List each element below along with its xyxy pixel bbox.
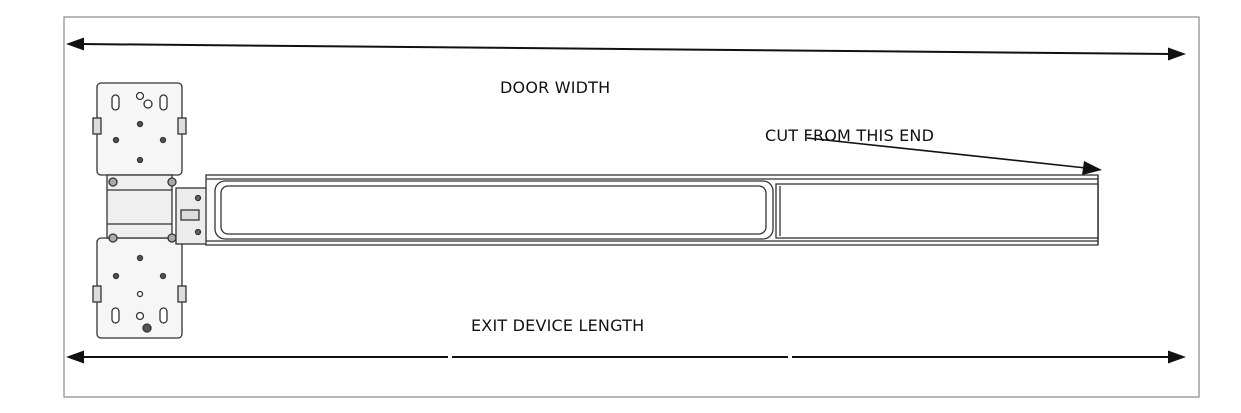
- transition-slot: [180, 209, 200, 221]
- fastener-icon: [136, 156, 144, 164]
- fastener-icon: [136, 290, 144, 298]
- plate-slot: [159, 307, 168, 324]
- diagram-frame: [63, 16, 1200, 398]
- fastener-icon: [136, 120, 144, 128]
- exit-device-length-label: EXIT DEVICE LENGTH: [471, 316, 645, 335]
- cut-pointer: [806, 137, 1102, 175]
- fastener-icon: [136, 254, 144, 262]
- screw-icon: [194, 194, 202, 202]
- exit-length-left-arrow-icon: [66, 350, 84, 364]
- screw-icon: [167, 177, 177, 187]
- fastener-icon: [142, 323, 152, 333]
- mounting-plate: [92, 82, 187, 339]
- screw-icon: [194, 228, 202, 236]
- screw-icon: [108, 177, 118, 187]
- door-width-right-arrow-icon: [1168, 47, 1186, 61]
- cut-from-this-end-label: CUT FROM THIS END: [765, 126, 935, 145]
- door-width-label: DOOR WIDTH: [500, 78, 611, 97]
- cut-section: [775, 183, 1099, 239]
- exit-device-length-dimension: [66, 350, 1186, 364]
- plate-slot: [159, 94, 168, 111]
- fastener-icon: [112, 272, 120, 280]
- door-width-line: [79, 43, 1173, 55]
- fastener-icon: [159, 136, 167, 144]
- touch-pad-inner: [220, 185, 767, 235]
- fastener-icon: [135, 91, 145, 101]
- cut-pointer-line: [806, 137, 1087, 169]
- exit-length-right-arrow-icon: [1168, 350, 1186, 364]
- plate-clip: [177, 285, 187, 303]
- plate-slot: [111, 94, 120, 111]
- exit-device: [92, 82, 1099, 339]
- fastener-icon: [135, 311, 145, 321]
- plate-clip: [92, 285, 102, 303]
- plate-clip: [177, 117, 187, 135]
- screw-icon: [167, 233, 177, 243]
- door-width-dimension: [66, 37, 1186, 61]
- mounting-plate-lower: [96, 237, 183, 339]
- plate-slot: [111, 307, 120, 324]
- fastener-icon: [112, 136, 120, 144]
- door-width-left-arrow-icon: [66, 37, 84, 51]
- mounting-plate-neck: [106, 174, 173, 239]
- touch-pad: [214, 180, 774, 240]
- screw-icon: [108, 233, 118, 243]
- fastener-icon: [159, 272, 167, 280]
- cut-pointer-arrow-icon: [1082, 161, 1102, 175]
- plate-clip: [92, 117, 102, 135]
- fastener-icon: [143, 99, 153, 109]
- push-bar: [205, 174, 1099, 246]
